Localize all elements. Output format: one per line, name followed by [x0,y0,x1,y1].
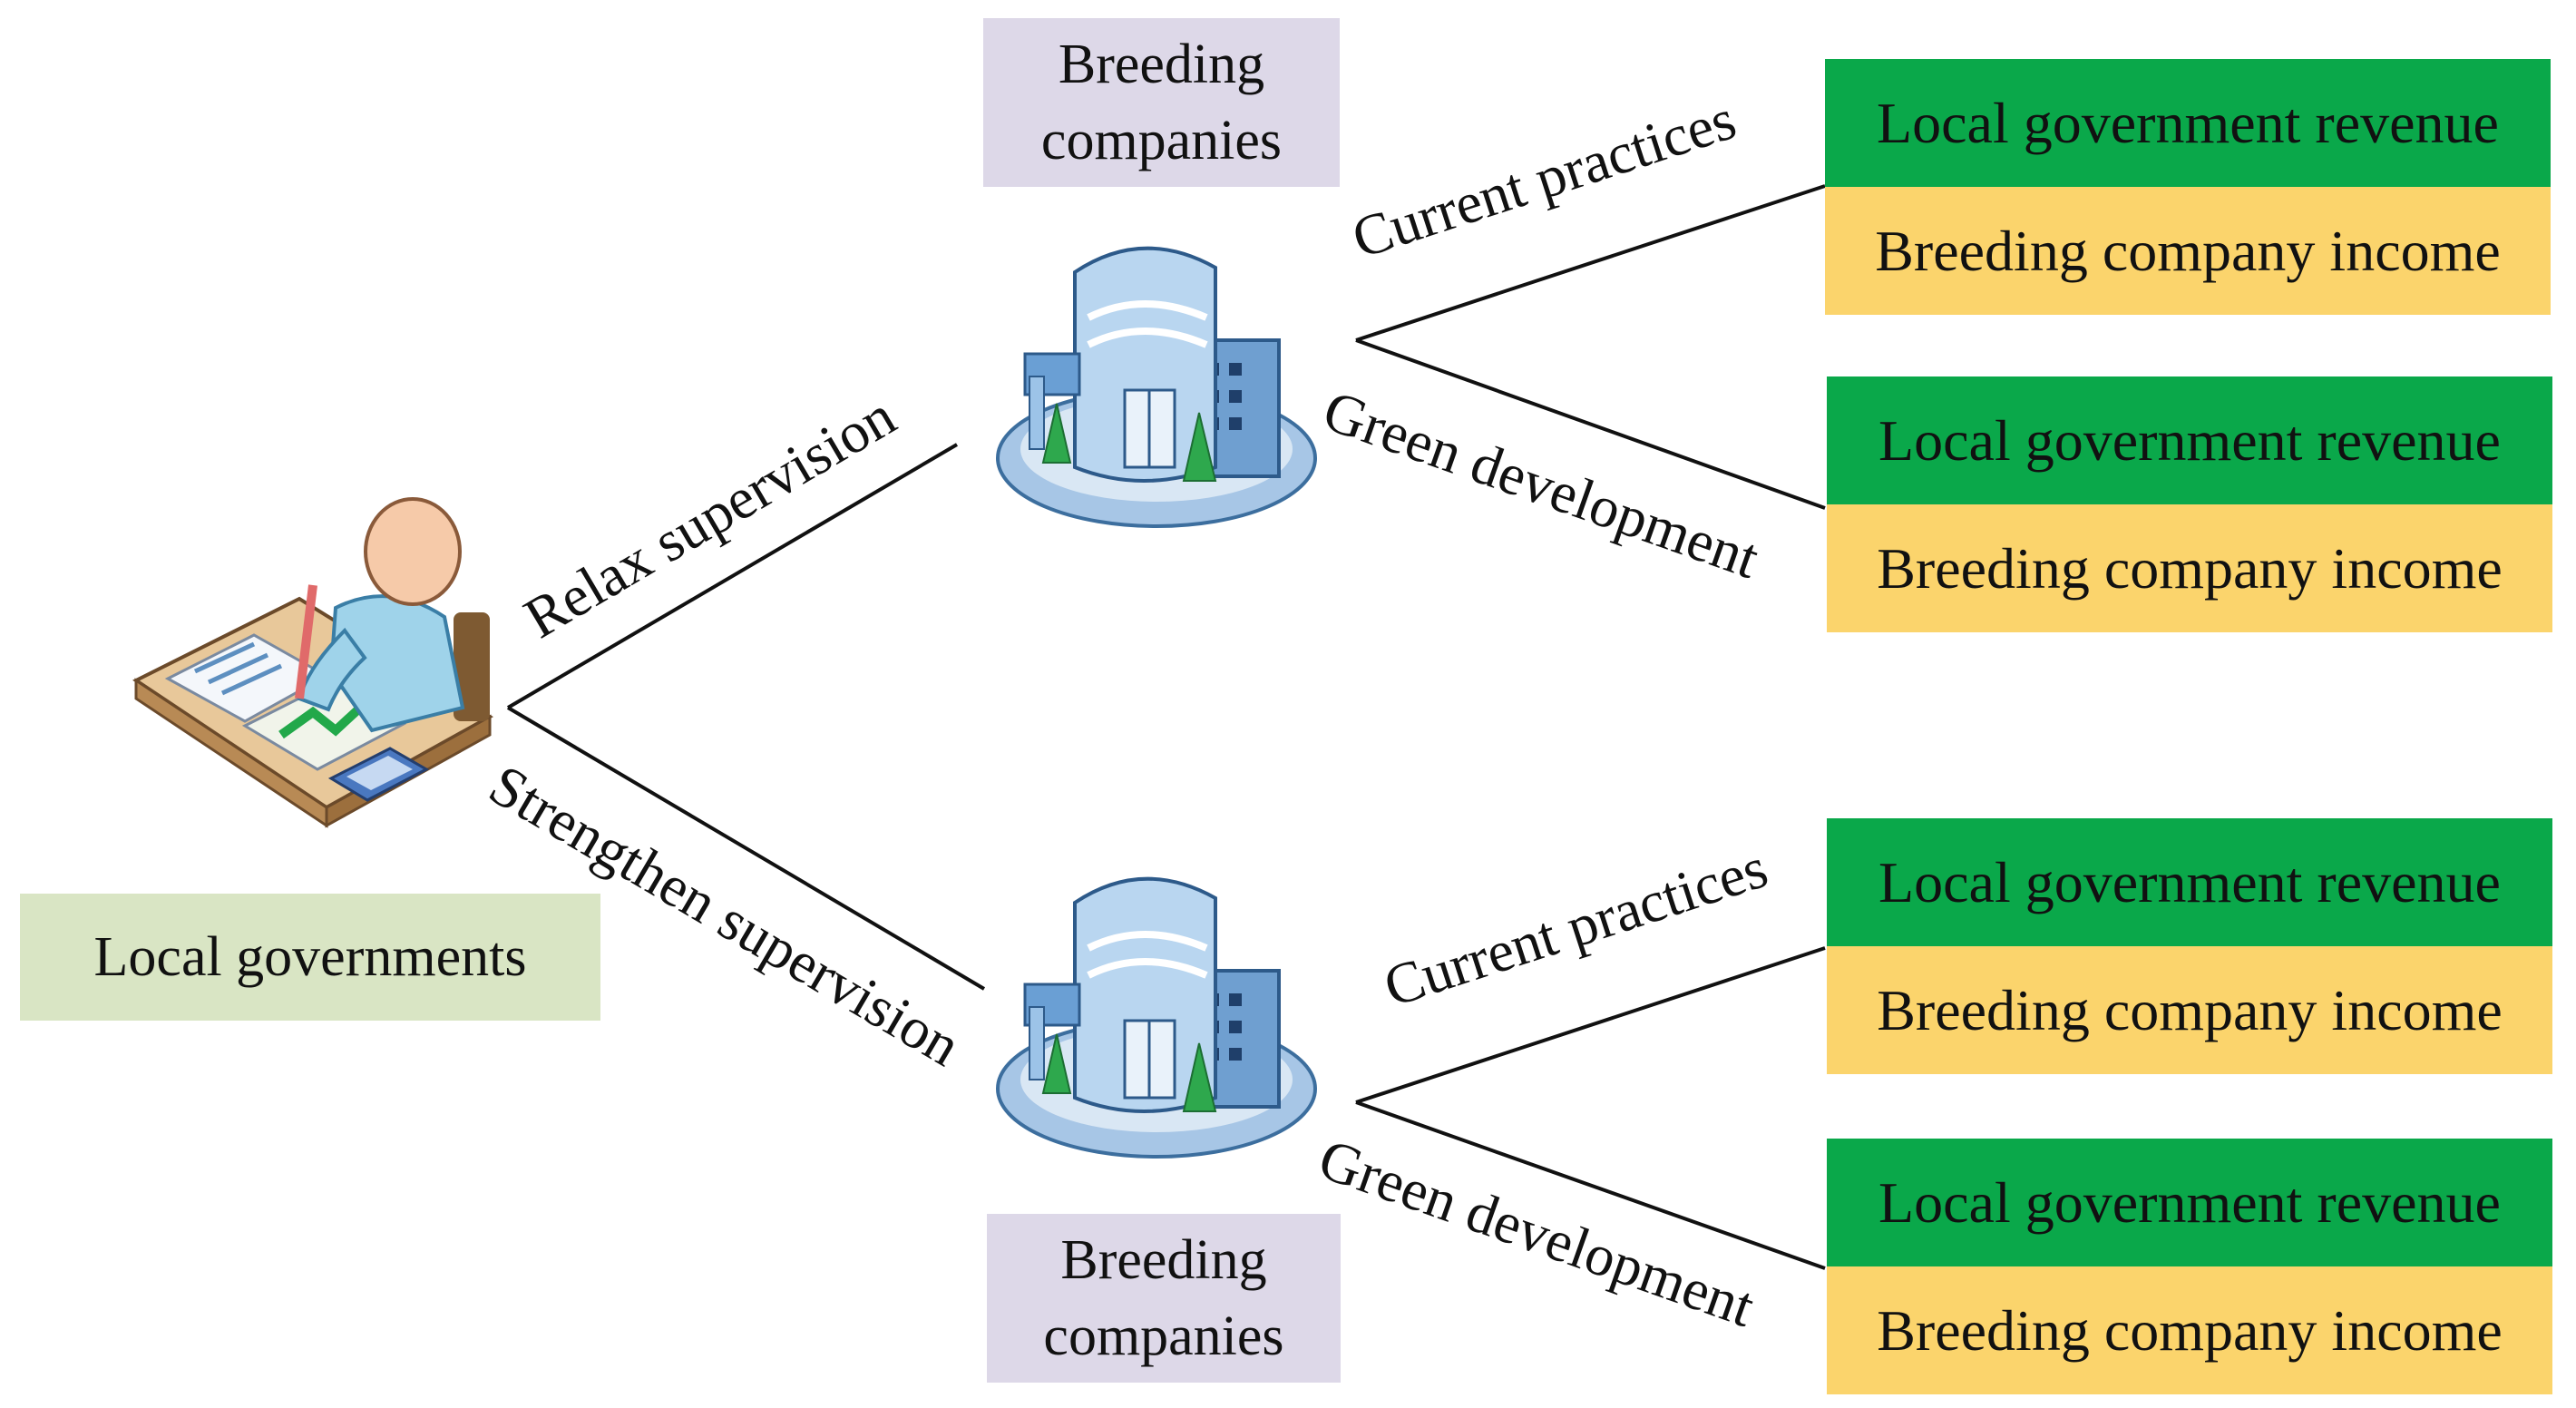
breeding-company-income: Breeding company income [1825,187,2551,315]
local-government-revenue: Local government revenue [1827,818,2552,946]
office-building-icon [996,246,1317,528]
label-bottom-green-development: Green development [1311,1126,1762,1339]
label-top-current-practices: Current practices [1344,86,1742,270]
payoff-relax-green: Local government revenue Breeding compan… [1827,376,2552,632]
label-bottom-current-practices: Current practices [1376,835,1774,1019]
local-government-revenue: Local government revenue [1827,376,2552,504]
edge-relax [506,443,959,709]
local-government-revenue: Local government revenue [1825,59,2551,187]
actor-label-text: Local governments [93,925,527,988]
label-top-green-development: Green development [1315,377,1767,591]
person-at-desk-icon [132,497,493,828]
payoff-relax-current: Local government revenue Breeding compan… [1825,59,2551,315]
company-label-line1: Breeding [1060,1229,1267,1291]
breeding-companies-label-top: Breeding companies [983,18,1340,187]
company-label-line1: Breeding [1058,34,1265,95]
company-label-line2: companies [1040,110,1283,171]
breeding-company-income: Breeding company income [1827,946,2552,1074]
edge-top-current [1355,184,1826,342]
office-building-icon [996,876,1317,1159]
payoff-strengthen-current: Local government revenue Breeding compan… [1827,818,2552,1074]
edge-top-green [1355,338,1826,510]
local-government-revenue: Local government revenue [1827,1139,2552,1266]
company-label-line2: companies [1043,1305,1284,1367]
edge-strengthen [506,706,986,991]
breeding-company-income: Breeding company income [1827,1266,2552,1394]
breeding-company-income: Breeding company income [1827,504,2552,632]
edge-bottom-current [1355,946,1826,1104]
payoff-strengthen-green: Local government revenue Breeding compan… [1827,1139,2552,1394]
breeding-companies-label-bottom: Breeding companies [987,1214,1341,1383]
local-governments-label: Local governments [20,894,600,1021]
edge-bottom-green [1355,1100,1826,1270]
label-relax-supervision: Relax supervision [513,383,906,650]
